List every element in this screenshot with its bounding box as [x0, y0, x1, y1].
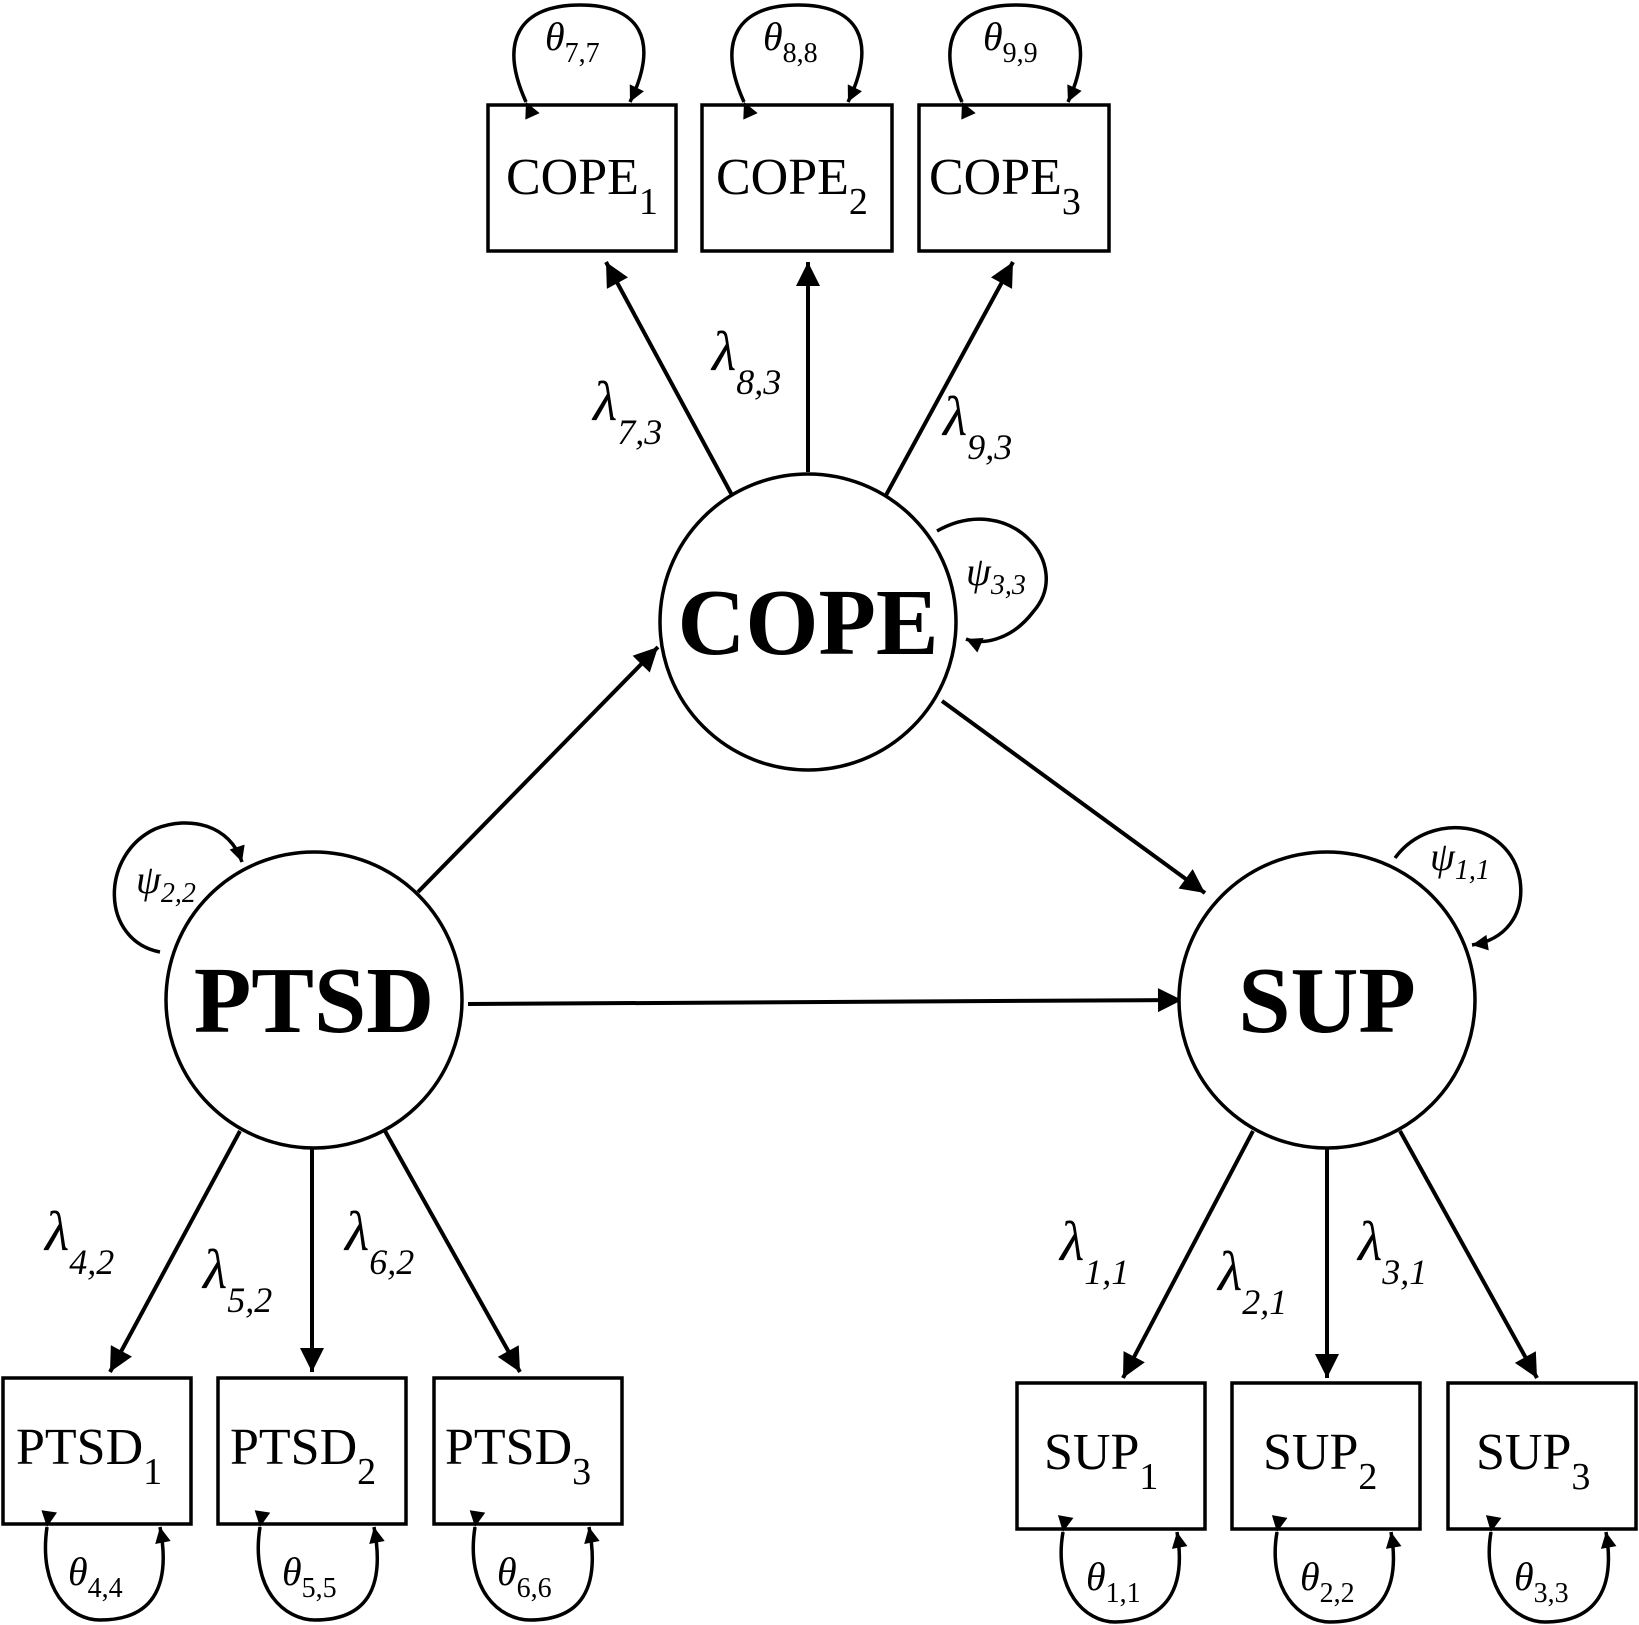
indicator-sup-2: SUP2 — [1230, 1381, 1422, 1531]
indicator-ptsd-3: PTSD3 — [432, 1376, 624, 1526]
disturbance-label-sup: ψ1,1 — [1430, 834, 1490, 886]
loading-label-cope-3: λ9,3 — [941, 386, 1012, 467]
loading-arrow-cope-3 — [883, 261, 1015, 498]
residual-loop-sup-2 — [1271, 1515, 1402, 1624]
latent-sup: SUP — [1177, 850, 1477, 1150]
loading-label-ptsd-3: λ6,2 — [343, 1201, 414, 1282]
residual-loop-sup-3 — [1485, 1515, 1617, 1624]
latent-sup-label: SUP — [1238, 949, 1416, 1053]
path-ptsd-to-cope — [416, 645, 660, 894]
disturbance-loop-sup — [1393, 825, 1523, 951]
indicator-cope-2: COPE2 — [700, 103, 894, 253]
loading-label-ptsd-2: λ5,2 — [201, 1239, 272, 1320]
latent-cope-label: COPE — [677, 571, 938, 675]
loading-label-sup-2: λ2,1 — [1216, 1241, 1287, 1322]
svg-text:COPE2: COPE2 — [716, 149, 868, 223]
residual-loop-ptsd-3 — [469, 1510, 600, 1622]
svg-text:COPE3: COPE3 — [929, 149, 1081, 223]
path-ptsd-to-sup — [467, 988, 1183, 1013]
loading-arrow-sup-3 — [1398, 1130, 1539, 1379]
svg-text:PTSD3: PTSD3 — [445, 1419, 591, 1493]
residual-label-ptsd-2: θ5,5 — [282, 1549, 337, 1604]
loading-label-cope-2: λ8,3 — [710, 321, 781, 402]
residual-label-sup-1: θ1,1 — [1086, 1554, 1141, 1609]
indicator-ptsd-2: PTSD2 — [216, 1376, 408, 1526]
svg-text:PTSD1: PTSD1 — [16, 1419, 162, 1493]
residual-loop-ptsd-2 — [254, 1510, 385, 1622]
loading-arrow-sup-1 — [1121, 1130, 1255, 1379]
loading-arrow-ptsd-3 — [383, 1130, 522, 1373]
indicator-sup-1: SUP1 — [1015, 1381, 1207, 1531]
loading-label-sup-1: λ1,1 — [1058, 1211, 1129, 1292]
residual-loop-cope-1 — [512, 3, 646, 120]
disturbance-loop-cope — [936, 517, 1048, 653]
indicator-ptsd-1: PTSD1 — [1, 1376, 193, 1526]
loading-arrow-cope-1 — [604, 261, 735, 498]
latent-ptsd: PTSD — [164, 850, 464, 1150]
residual-label-cope-1: θ7,7 — [545, 14, 600, 69]
loading-label-sup-3: λ3,1 — [1356, 1211, 1427, 1292]
residual-label-sup-3: θ3,3 — [1514, 1554, 1569, 1609]
residual-loop-ptsd-1 — [41, 1510, 171, 1622]
residual-loop-cope-2 — [730, 3, 864, 120]
residual-loop-sup-1 — [1057, 1515, 1188, 1624]
svg-text:COPE1: COPE1 — [506, 149, 658, 223]
loading-arrow-ptsd-1 — [108, 1130, 242, 1373]
loading-label-cope-1: λ7,3 — [591, 371, 662, 452]
svg-text:SUP1: SUP1 — [1044, 1424, 1158, 1498]
indicator-cope-1: COPE1 — [486, 103, 678, 253]
svg-text:SUP3: SUP3 — [1476, 1424, 1590, 1498]
path-cope-to-sup — [940, 699, 1207, 895]
residual-loop-cope-3 — [948, 3, 1083, 120]
indicator-sup-3: SUP3 — [1446, 1381, 1638, 1531]
residual-label-ptsd-1: θ4,4 — [68, 1549, 123, 1604]
residual-label-ptsd-3: θ6,6 — [497, 1549, 552, 1604]
residual-label-cope-2: θ8,8 — [763, 14, 818, 69]
disturbance-label-ptsd: ψ2,2 — [136, 857, 196, 909]
residual-label-cope-3: θ9,9 — [983, 14, 1038, 69]
disturbance-label-cope: ψ3,3 — [966, 549, 1026, 601]
loading-label-ptsd-1: λ4,2 — [43, 1201, 114, 1282]
disturbance-loop-ptsd — [112, 821, 245, 954]
svg-text:PTSD2: PTSD2 — [230, 1419, 376, 1493]
latent-cope: COPE — [658, 472, 958, 772]
residual-label-sup-2: θ2,2 — [1300, 1554, 1355, 1609]
latent-ptsd-label: PTSD — [194, 949, 434, 1053]
indicator-cope-3: COPE3 — [917, 103, 1111, 253]
svg-text:SUP2: SUP2 — [1263, 1424, 1377, 1498]
